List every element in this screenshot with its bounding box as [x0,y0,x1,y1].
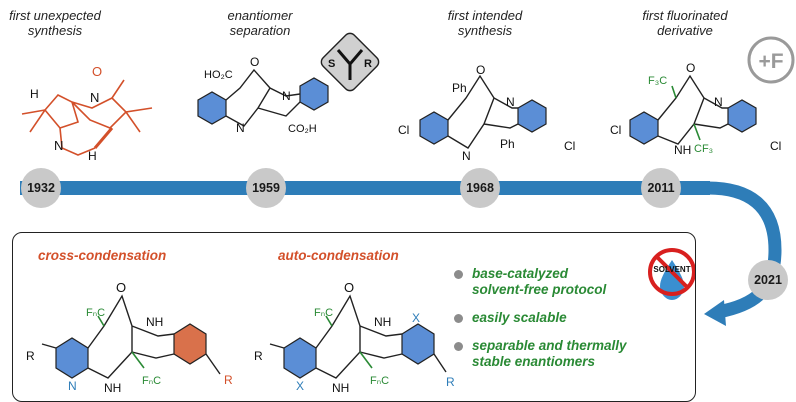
timeline-arrowhead [704,300,726,326]
year-node-1968: 1968 [460,168,500,208]
atom-O: O [686,61,695,75]
atom-O: O [116,280,126,295]
fluorine-badge [747,36,795,84]
bullet-dot [454,270,463,279]
atom-N: N [506,95,515,109]
bullet-dot [454,342,463,351]
atom-FnC: FₙC [314,307,333,319]
molecule-1932 [21,79,153,156]
atom-N: N [68,379,77,393]
molecule-1968 [419,74,547,149]
atom-F3C: F₃C [648,75,667,87]
atom-NH: NH [674,143,691,157]
reaction-scheme: O N N H H HO₂C O N N CO₂H S R Ph O N N P… [20,32,795,393]
caption-1968: first intended synthesis [430,8,540,38]
atom-Ph: Ph [452,81,467,95]
atom-NH: NH [146,315,163,329]
atom-N: N [90,90,99,105]
bullet-line: stable enantiomers [472,354,596,369]
atom-Cl: Cl [398,123,409,137]
bullet-line: base-catalyzed [472,266,569,281]
caption-line: synthesis [27,23,83,38]
bullet-text: easily scalable [472,310,567,326]
atom-H: H [30,87,39,101]
atom-X: X [296,379,304,393]
atom-CO2H: CO₂H [288,123,317,135]
atom-N: N [54,138,63,153]
bullet-line: separable and thermally [472,338,627,353]
caption-2011: first fluorinated derivative [630,8,740,38]
atom-N: N [236,121,245,135]
atom-Ph: Ph [500,137,515,151]
atom-CF3: CF₃ [694,143,713,155]
caption-line: separation [229,23,291,38]
atom-FnC: FₙC [142,375,161,387]
bullet-text: base-catalyzed solvent-free protocol [472,266,606,298]
atom-O: O [344,280,354,295]
atom-CO2H: HO₂C [204,69,233,81]
timeline-curve [707,181,782,319]
year-node-2021: 2021 [748,260,788,300]
atom-FnC: FₙC [86,307,105,319]
mode-auto-condensation: auto-condensation [278,248,399,263]
bullet-line: solvent-free protocol [472,282,607,297]
molecule-auto [269,294,447,379]
atom-FnC: FₙC [370,375,389,387]
no-solvent-text: SOLVENT [653,265,690,274]
bullet-dot [454,314,463,323]
atom-R: R [26,349,35,363]
caption-line: first intended [447,8,523,23]
badge-s: S [328,58,335,70]
bullet-line: easily scalable [472,310,567,325]
caption-line: derivative [657,23,713,38]
atom-N: N [462,149,471,163]
year-node-1959: 1959 [246,168,286,208]
atom-NH: NH [374,315,391,329]
atom-X: X [412,311,420,325]
caption-line: synthesis [457,23,513,38]
atom-O: O [250,55,259,69]
badge-r: R [364,58,372,70]
caption-1932: first unexpected synthesis [0,8,110,38]
atom-Cl: Cl [564,139,575,153]
year-node-1932: 1932 [21,168,61,208]
atom-R: R [446,375,455,389]
timeline-bar [20,181,710,195]
no-solvent-icon [648,248,696,300]
atom-R: R [224,373,233,387]
caption-line: first fluorinated [642,8,728,23]
atom-R: R [254,349,263,363]
atom-H: H [88,149,97,163]
caption-1959: enantiomer separation [205,8,315,38]
atom-Cl: Cl [610,123,621,137]
mode-cross-condensation: cross-condensation [38,248,167,263]
atom-Cl: Cl [770,139,781,153]
molecule-cross [41,294,221,379]
atom-NH: NH [332,381,349,393]
molecule-2011 [629,74,757,145]
atom-O: O [476,63,485,77]
bullet-text: separable and thermally stable enantiome… [472,338,627,370]
atom-N: N [282,89,291,103]
caption-line: enantiomer [227,8,293,23]
atom-O: O [92,64,102,79]
molecule-1959 [197,68,329,127]
separation-badge [320,32,380,92]
fluorine-badge-text: +F [758,50,783,73]
atom-NH: NH [104,381,121,393]
year-node-2011: 2011 [641,168,681,208]
caption-line: first unexpected [9,8,101,23]
atom-N: N [714,95,723,109]
